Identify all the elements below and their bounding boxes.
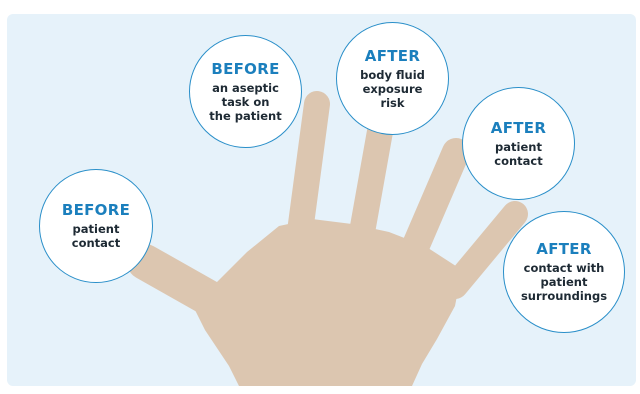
- moment-1-heading: BEFORE: [62, 202, 130, 219]
- moment-4-heading: AFTER: [491, 120, 546, 137]
- hand-shape: [145, 104, 515, 386]
- moment-3-heading: AFTER: [365, 48, 420, 65]
- moment-2-heading: BEFORE: [211, 61, 279, 78]
- moment-5-heading: AFTER: [536, 241, 591, 258]
